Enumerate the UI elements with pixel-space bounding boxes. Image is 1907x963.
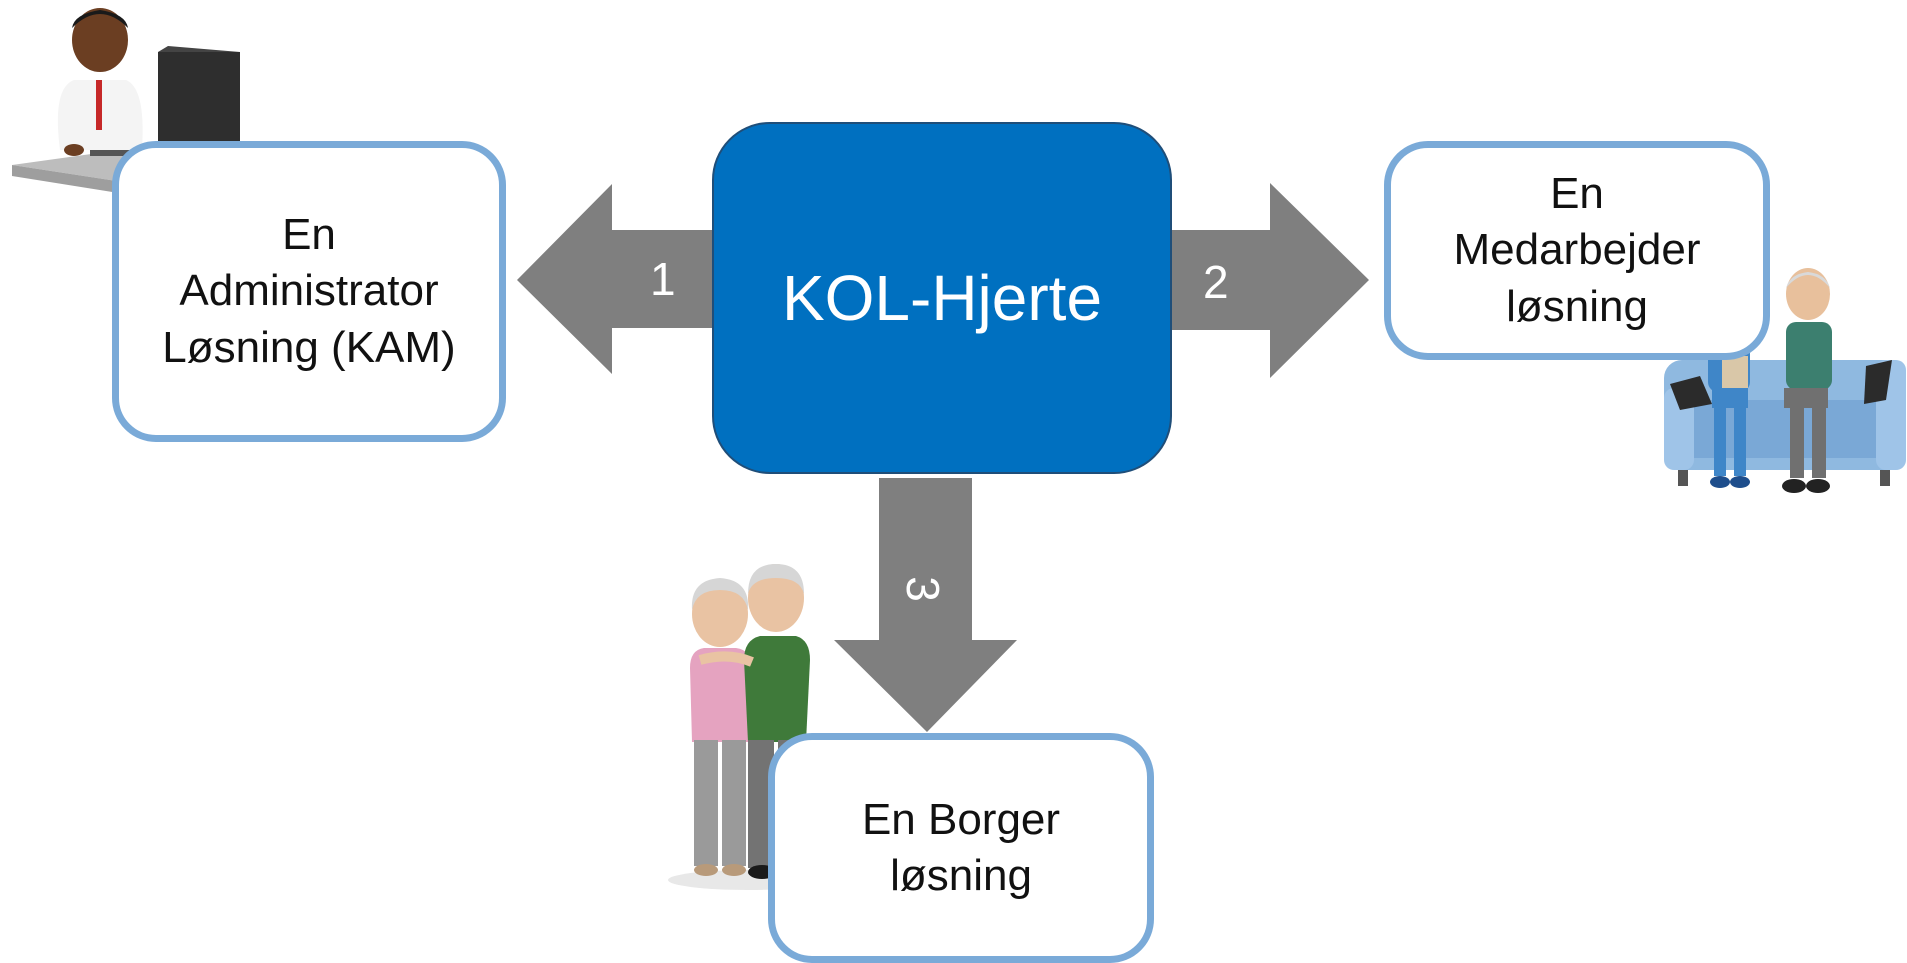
admin-solution-box: En Administrator Løsning (KAM) (112, 141, 506, 442)
citizen-box-line-2: løsning (890, 851, 1032, 901)
arrow-2-label: 2 (1203, 256, 1229, 308)
staff-solution-box: En Medarbejder løsning (1384, 141, 1770, 360)
staff-box-line-3: løsning (1506, 281, 1648, 331)
citizen-box-line-1: En Borger (861, 795, 1061, 844)
arrow-3-down (834, 478, 1017, 732)
staff-box-line-2: Medarbejder (1453, 225, 1701, 275)
arrow-3-label: 3 (896, 576, 949, 602)
admin-box-line-2: Administrator (179, 266, 439, 316)
admin-box-line-1: En (282, 210, 336, 260)
admin-box-line-3: Løsning (KAM) (162, 322, 456, 372)
arrow-1-label: 1 (650, 253, 676, 305)
citizen-solution-box: En Borger løsning (768, 733, 1154, 963)
arrow-2-right (1172, 183, 1369, 378)
arrow-1-left (517, 184, 712, 374)
hub-label: KOL-Hjerte (781, 262, 1103, 334)
kol-hjerte-hub: KOL-Hjerte (712, 122, 1172, 474)
staff-box-line-1: En (1550, 169, 1604, 219)
